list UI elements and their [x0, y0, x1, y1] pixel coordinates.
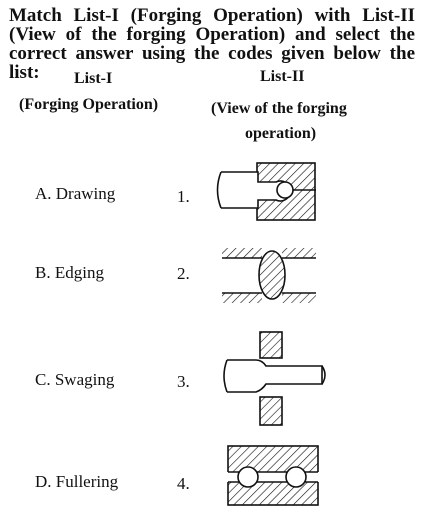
item-name: Swaging	[54, 370, 115, 389]
item-name: Drawing	[55, 184, 116, 203]
option-number-4: 4.	[177, 474, 190, 493]
question-line-2: (View of the forging Operation) and sele…	[9, 24, 415, 45]
item-letter: D.	[35, 472, 52, 491]
question-line-3: correct answer using the codes given bel…	[9, 43, 415, 83]
list-item-edging: B. Edging	[35, 263, 104, 283]
view-2-diagram	[222, 248, 316, 303]
option-number-1: 1.	[177, 187, 190, 206]
view-3-diagram	[223, 331, 326, 426]
item-letter: B.	[35, 263, 51, 282]
item-letter: A.	[35, 184, 52, 203]
list-item-swaging: C. Swaging	[35, 370, 114, 390]
item-letter: C.	[35, 370, 51, 389]
list-item-fullering: D. Fullering	[35, 472, 118, 492]
list-2-title: List-II	[260, 68, 305, 85]
option-number-2: 2.	[177, 264, 190, 283]
list-2-subtitle-line-1: (View of the forging	[211, 100, 347, 117]
view-1-diagram	[216, 162, 316, 221]
question-line-1: Match List-I (Forging Operation) with Li…	[9, 5, 415, 26]
view-4-diagram	[226, 445, 320, 506]
option-number-3: 3.	[177, 372, 190, 391]
list-item-drawing: A. Drawing	[35, 184, 115, 204]
list-2-subtitle-line-2: operation)	[245, 125, 317, 142]
list-1-title: List-I	[74, 70, 113, 87]
question-text: Match List-I (Forging Operation) with Li…	[9, 6, 415, 82]
list-1-subtitle: (Forging Operation)	[19, 96, 159, 113]
item-name: Fullering	[55, 472, 119, 491]
item-name: Edging	[54, 263, 104, 282]
